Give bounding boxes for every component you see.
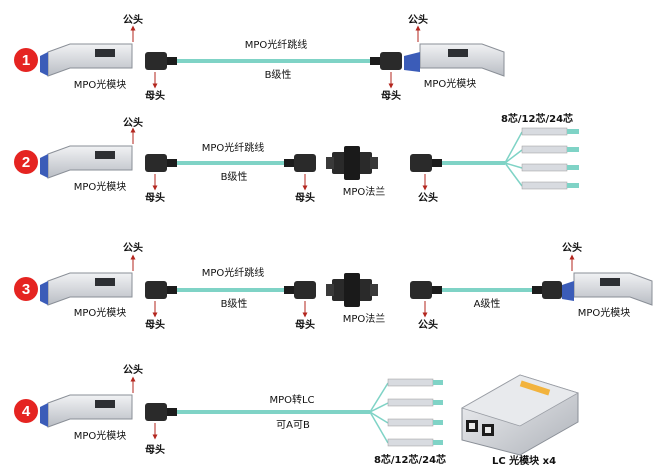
male-connector-label: 公头 [123, 365, 143, 376]
polarity-label: B级性 [264, 70, 292, 81]
row-badge: 1 [14, 48, 38, 72]
female-connector-label: 母头 [295, 193, 315, 204]
cable-label: MPO转LC [269, 395, 315, 406]
row-1: 1 [14, 25, 505, 89]
male-connector-label: 公头 [123, 15, 143, 26]
female-connector-label: 母头 [381, 91, 401, 102]
row-badge: 3 [14, 277, 38, 301]
module-label: MPO光模块 [73, 80, 127, 91]
male-connector-label: 公头 [123, 118, 143, 129]
mpo-male-connector-right [532, 281, 562, 299]
male-connector-label: 公头 [418, 320, 438, 331]
mpo-female-connector-left [145, 281, 177, 299]
fanout-breakout [504, 127, 579, 190]
adapter-label: MPO法兰 [342, 314, 386, 325]
cable-label: MPO光纤跳线 [201, 268, 265, 279]
male-connector-label: 公头 [408, 15, 428, 26]
female-connector-label: 母头 [145, 320, 165, 331]
female-connector-label: 母头 [145, 445, 165, 456]
row-3: 3 [14, 254, 653, 318]
lc-module-label: LC 光模块 x4 [491, 456, 557, 467]
female-connector-label: 母头 [295, 320, 315, 331]
polarity-label: B级性 [220, 299, 248, 310]
module-label: MPO光模块 [423, 79, 477, 90]
module-label: MPO光模块 [577, 308, 631, 319]
fanout-label: 8芯/12芯/24芯 [500, 114, 574, 125]
mpo-female-connector-mid [284, 281, 316, 299]
mpo-female-connector-left [145, 154, 177, 172]
male-connector-label: 公头 [562, 243, 582, 254]
mpo-module-left [40, 394, 133, 428]
mpo-adapter [326, 146, 378, 180]
row-number: 4 [22, 403, 31, 420]
polarity-label: 可A可B [276, 420, 310, 431]
row-4: 4 [14, 374, 579, 456]
male-connector-label: 公头 [123, 243, 143, 254]
row-badge: 4 [14, 399, 38, 423]
polarity-label: B级性 [220, 172, 248, 183]
row-2: 2 [14, 127, 579, 191]
mpo-adapter [326, 273, 378, 307]
fanout-label: 8芯/12芯/24芯 [373, 455, 447, 466]
female-connector-label: 母头 [145, 193, 165, 204]
mpo-female-connector-left [145, 52, 177, 70]
lc-transceiver-module [461, 374, 579, 456]
row-number: 2 [22, 154, 30, 171]
mpo-module-right [404, 43, 505, 77]
fanout-breakout [369, 378, 443, 447]
male-connector-label: 公头 [418, 193, 438, 204]
cable-label: MPO光纤跳线 [201, 143, 265, 154]
row-number: 3 [22, 281, 30, 298]
mpo-male-connector-mid [410, 281, 442, 299]
mpo-female-connector-left [145, 403, 177, 421]
module-label: MPO光模块 [73, 431, 127, 442]
module-label: MPO光模块 [73, 182, 127, 193]
mpo-module-right [562, 272, 653, 306]
mpo-female-connector-mid [284, 154, 316, 172]
cable-label: MPO光纤跳线 [244, 40, 308, 51]
row-badge: 2 [14, 150, 38, 174]
mpo-module-left [40, 145, 133, 179]
mpo-male-connector-mid [410, 154, 442, 172]
mpo-module-left [40, 272, 133, 306]
module-label: MPO光模块 [73, 308, 127, 319]
polarity-label: A级性 [473, 299, 501, 310]
mpo-module-left [40, 43, 133, 77]
row-number: 1 [22, 52, 30, 69]
adapter-label: MPO法兰 [342, 187, 386, 198]
mpo-female-connector-right [370, 52, 402, 70]
female-connector-label: 母头 [145, 91, 165, 102]
